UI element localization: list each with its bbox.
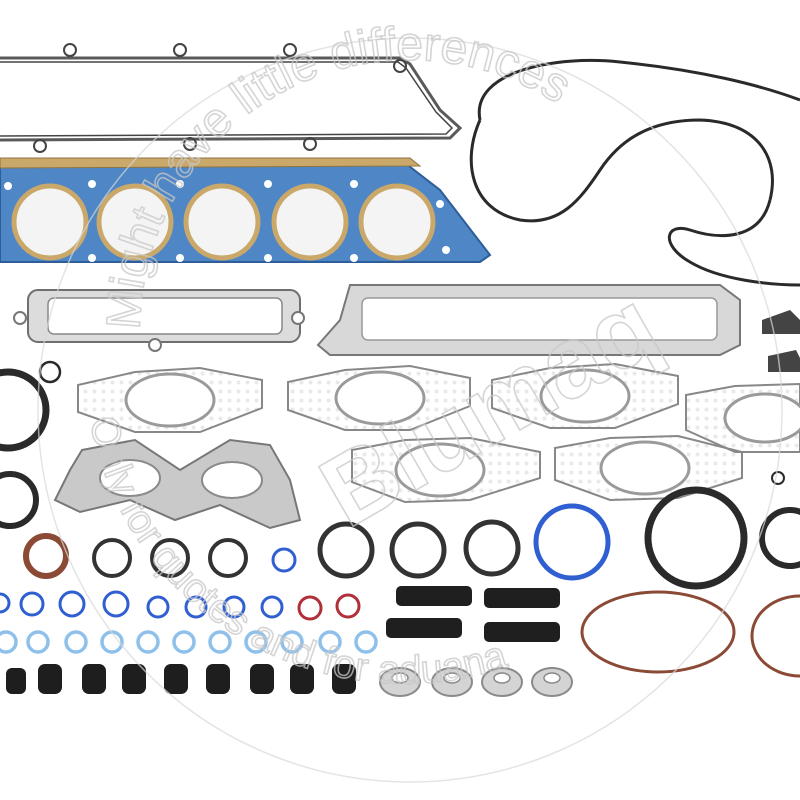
exhaust-gasket	[77, 366, 263, 433]
o-ring-set-brown	[580, 590, 800, 678]
valve-stem-seals	[6, 664, 356, 694]
crankshaft-seal	[0, 360, 62, 529]
o-ring-set-light-blue	[0, 630, 378, 654]
threaded-studs	[386, 586, 560, 642]
timing-cover-seal	[469, 58, 800, 287]
small-gaskets-right	[762, 310, 800, 372]
exhaust-gasket	[287, 364, 471, 431]
turbo-flange-gasket	[53, 438, 302, 530]
o-ring-set-small	[0, 590, 361, 621]
intake-gasket-left	[13, 289, 305, 352]
valve-cover-gasket	[0, 43, 463, 153]
flange-nuts	[379, 667, 573, 697]
cylinder-head-gasket	[0, 157, 492, 263]
intake-gasket-right	[316, 284, 741, 356]
exhaust-gasket	[491, 362, 679, 429]
exhaust-gasket	[351, 436, 541, 504]
